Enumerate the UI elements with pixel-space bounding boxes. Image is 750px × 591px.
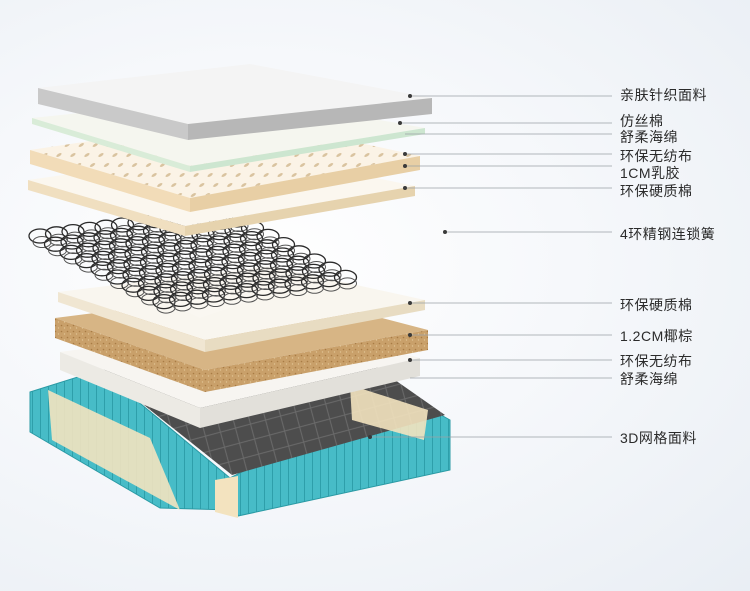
label-felt-bottom: 环保硬质棉	[620, 297, 693, 314]
label-felt-top: 环保硬质棉	[620, 183, 693, 200]
label-sponge-bottom: 舒柔海绵	[620, 371, 678, 388]
label-nonwoven-bottom: 环保无纺布	[620, 353, 693, 370]
label-spring: 4环精钢连锁簧	[620, 226, 715, 243]
label-latex: 1CM乳胶	[620, 165, 680, 182]
label-knit: 亲肤针织面料	[620, 87, 707, 104]
spring-coil	[335, 270, 357, 284]
label-sponge-top: 舒柔海绵	[620, 129, 678, 146]
label-mesh: 3D网格面料	[620, 430, 697, 447]
label-silk: 仿丝棉	[620, 113, 664, 130]
label-coir: 1.2CM椰棕	[620, 328, 693, 345]
label-nonwoven-top: 环保无纺布	[620, 148, 693, 165]
